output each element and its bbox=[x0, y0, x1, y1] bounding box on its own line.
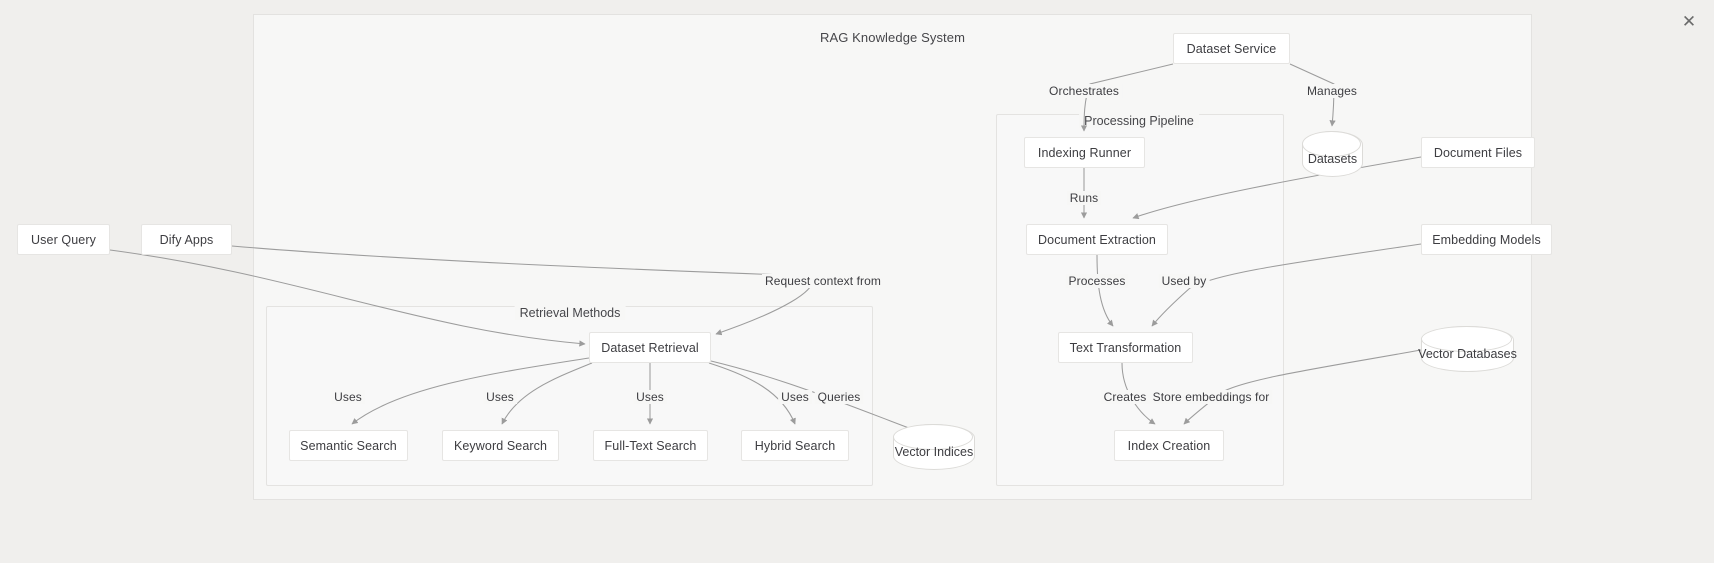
node-user-query[interactable]: User Query bbox=[17, 224, 110, 255]
node-vector-databases[interactable]: Vector Databases bbox=[1418, 326, 1517, 372]
edge-label-request-context-from: Request context from bbox=[761, 274, 885, 288]
edge-label-uses-hybrid: Uses bbox=[778, 390, 812, 404]
node-hybrid-search[interactable]: Hybrid Search bbox=[741, 430, 849, 461]
node-dataset-service[interactable]: Dataset Service bbox=[1173, 33, 1290, 64]
node-semantic-search[interactable]: Semantic Search bbox=[289, 430, 408, 461]
node-datasets-label: Datasets bbox=[1307, 152, 1358, 166]
edge-label-used-by: Used by bbox=[1158, 274, 1210, 288]
node-full-text-search[interactable]: Full-Text Search bbox=[593, 430, 708, 461]
node-dify-apps[interactable]: Dify Apps bbox=[141, 224, 232, 255]
node-text-transformation[interactable]: Text Transformation bbox=[1058, 332, 1193, 363]
cluster-label-retrieval-methods: Retrieval Methods bbox=[514, 306, 626, 320]
node-datasets[interactable]: Datasets bbox=[1302, 131, 1363, 177]
close-icon[interactable]: ✕ bbox=[1681, 11, 1697, 31]
node-index-creation[interactable]: Index Creation bbox=[1114, 430, 1224, 461]
page-title: RAG Knowledge System bbox=[819, 30, 966, 45]
node-dataset-retrieval[interactable]: Dataset Retrieval bbox=[589, 332, 711, 363]
edge-label-uses-keyword: Uses bbox=[483, 390, 517, 404]
edge-label-queries: Queries bbox=[814, 390, 864, 404]
node-keyword-search[interactable]: Keyword Search bbox=[442, 430, 559, 461]
edge-label-manages: Manages bbox=[1303, 84, 1361, 98]
node-indexing-runner[interactable]: Indexing Runner bbox=[1024, 137, 1145, 168]
edge-label-runs: Runs bbox=[1066, 191, 1102, 205]
node-vector-indices-label: Vector Indices bbox=[894, 445, 974, 459]
node-document-files[interactable]: Document Files bbox=[1421, 137, 1535, 168]
node-document-extraction[interactable]: Document Extraction bbox=[1026, 224, 1168, 255]
edge-label-processes: Processes bbox=[1065, 274, 1129, 288]
node-vector-indices[interactable]: Vector Indices bbox=[893, 424, 975, 470]
edge-label-store-embeddings-for: Store embeddings for bbox=[1149, 390, 1273, 404]
edge-label-orchestrates: Orchestrates bbox=[1046, 84, 1122, 98]
edge-label-creates: Creates bbox=[1100, 390, 1150, 404]
edge-label-uses-semantic: Uses bbox=[331, 390, 365, 404]
node-embedding-models[interactable]: Embedding Models bbox=[1421, 224, 1552, 255]
edge-label-uses-fulltext: Uses bbox=[633, 390, 667, 404]
node-vector-databases-label: Vector Databases bbox=[1418, 347, 1517, 361]
cluster-label-processing-pipeline: Processing Pipeline bbox=[1079, 114, 1199, 128]
